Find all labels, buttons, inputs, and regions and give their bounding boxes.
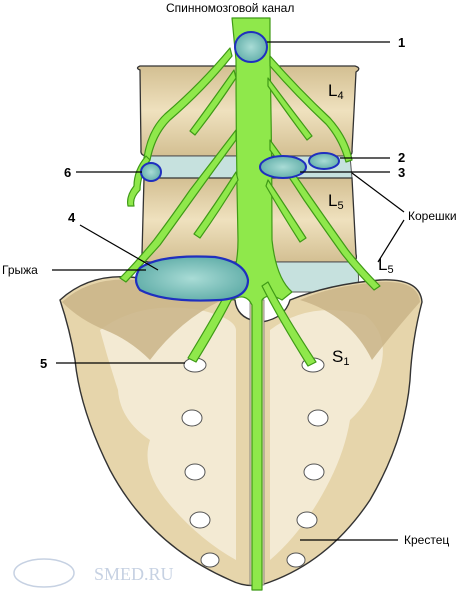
hernia-lesion bbox=[134, 255, 250, 302]
sacrum bbox=[59, 276, 423, 587]
root-label-l5: L5 bbox=[378, 255, 394, 276]
callout-1: 1 bbox=[398, 35, 405, 50]
vertebra-label-l5: L5 bbox=[328, 191, 344, 212]
callout-5: 5 bbox=[40, 356, 47, 371]
roots-label: Корешки bbox=[408, 209, 457, 223]
lesion-6 bbox=[140, 162, 162, 182]
leader-lines bbox=[52, 41, 405, 541]
lesion-1 bbox=[234, 31, 268, 63]
lesion-2 bbox=[308, 152, 340, 170]
callout-2: 2 bbox=[398, 150, 405, 165]
vertebra-label-s1: S1 bbox=[332, 347, 349, 368]
callout-4: 4 bbox=[68, 210, 76, 225]
watermark-logo: SMED.RU bbox=[13, 558, 174, 588]
svg-text:SMED.RU: SMED.RU bbox=[94, 564, 174, 584]
sacrum-label: Крестец bbox=[404, 533, 449, 547]
callout-6: 6 bbox=[64, 165, 71, 180]
spinal-canal-label: Спинномозговой канал bbox=[166, 1, 294, 15]
vertebra-label-l4: L4 bbox=[328, 81, 344, 102]
callout-3: 3 bbox=[398, 165, 405, 180]
lesion-3 bbox=[259, 155, 307, 179]
hernia-label: Грыжа bbox=[2, 263, 38, 277]
